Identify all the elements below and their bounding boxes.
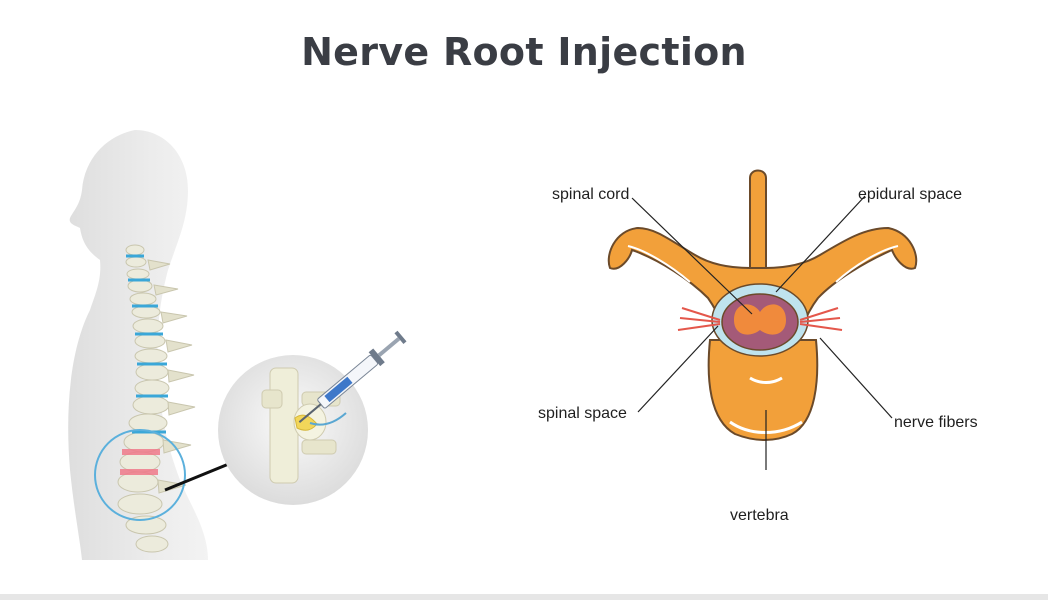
label-spinal-cord: spinal cord — [552, 186, 629, 204]
label-nerve-fibers: nerve fibers — [894, 414, 978, 432]
label-epidural-space: epidural space — [858, 186, 962, 204]
label-vertebra: vertebra — [730, 507, 789, 525]
page-title: Nerve Root Injection — [0, 30, 1048, 74]
bottom-divider — [0, 594, 1048, 600]
spinous-process — [750, 171, 766, 271]
spine-body-illustration — [40, 110, 440, 560]
label-spinal-space: spinal space — [538, 405, 627, 423]
